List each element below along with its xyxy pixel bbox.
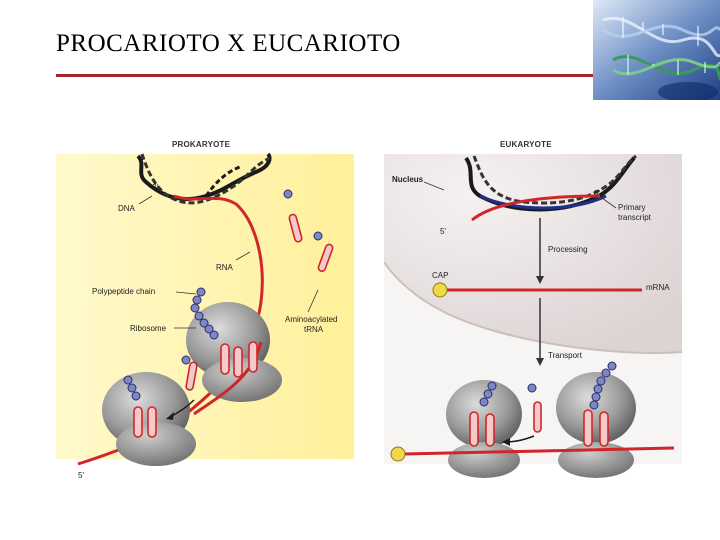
eukaryote-diagram: Nucleus 3' Primary transcript 5' Process… — [384, 152, 684, 490]
prok-aminoacyl-label-2: tRNA — [304, 325, 324, 334]
prok-dna-label: DNA — [118, 204, 136, 213]
eukaryote-header: EUKARYOTE — [500, 140, 552, 149]
slide-title: PROCARIOTO X EUCARIOTO — [56, 30, 401, 58]
prok-ribosome-label: Ribosome — [130, 324, 167, 333]
euk-nucleus-label: Nucleus — [392, 175, 424, 184]
title-underline — [56, 74, 594, 77]
mrna-cap — [433, 283, 447, 297]
euk-five-prime-label: 5' — [440, 227, 446, 236]
euk-trna-free — [534, 402, 541, 432]
prokaryote-header: PROKARYOTE — [172, 140, 230, 149]
euk-three-prime-label: 3' — [594, 189, 600, 198]
euk-processing-label: Processing — [548, 245, 588, 254]
euk-primary-label-2: transcript — [618, 213, 652, 222]
euk-mrna-label: mRNA — [646, 283, 670, 292]
prok-rna-label: RNA — [216, 263, 234, 272]
euk-transport-label: Transport — [548, 351, 583, 360]
euk-cap-label: CAP — [432, 271, 448, 280]
cyto-mrna-cap — [391, 447, 405, 461]
dna-helix-image — [593, 0, 720, 100]
prok-five-prime-label: 5' — [78, 471, 84, 480]
euk-primary-label-1: Primary — [618, 203, 646, 212]
prok-aminoacyl-label-1: Aminoacylated — [285, 315, 337, 324]
prok-polypeptide-label: Polypeptide chain — [92, 287, 155, 296]
prokaryote-diagram: 3' DNA RNA Polypeptide chain Ribosome Am… — [56, 152, 356, 490]
prok-three-prime-label: 3' — [152, 183, 158, 192]
